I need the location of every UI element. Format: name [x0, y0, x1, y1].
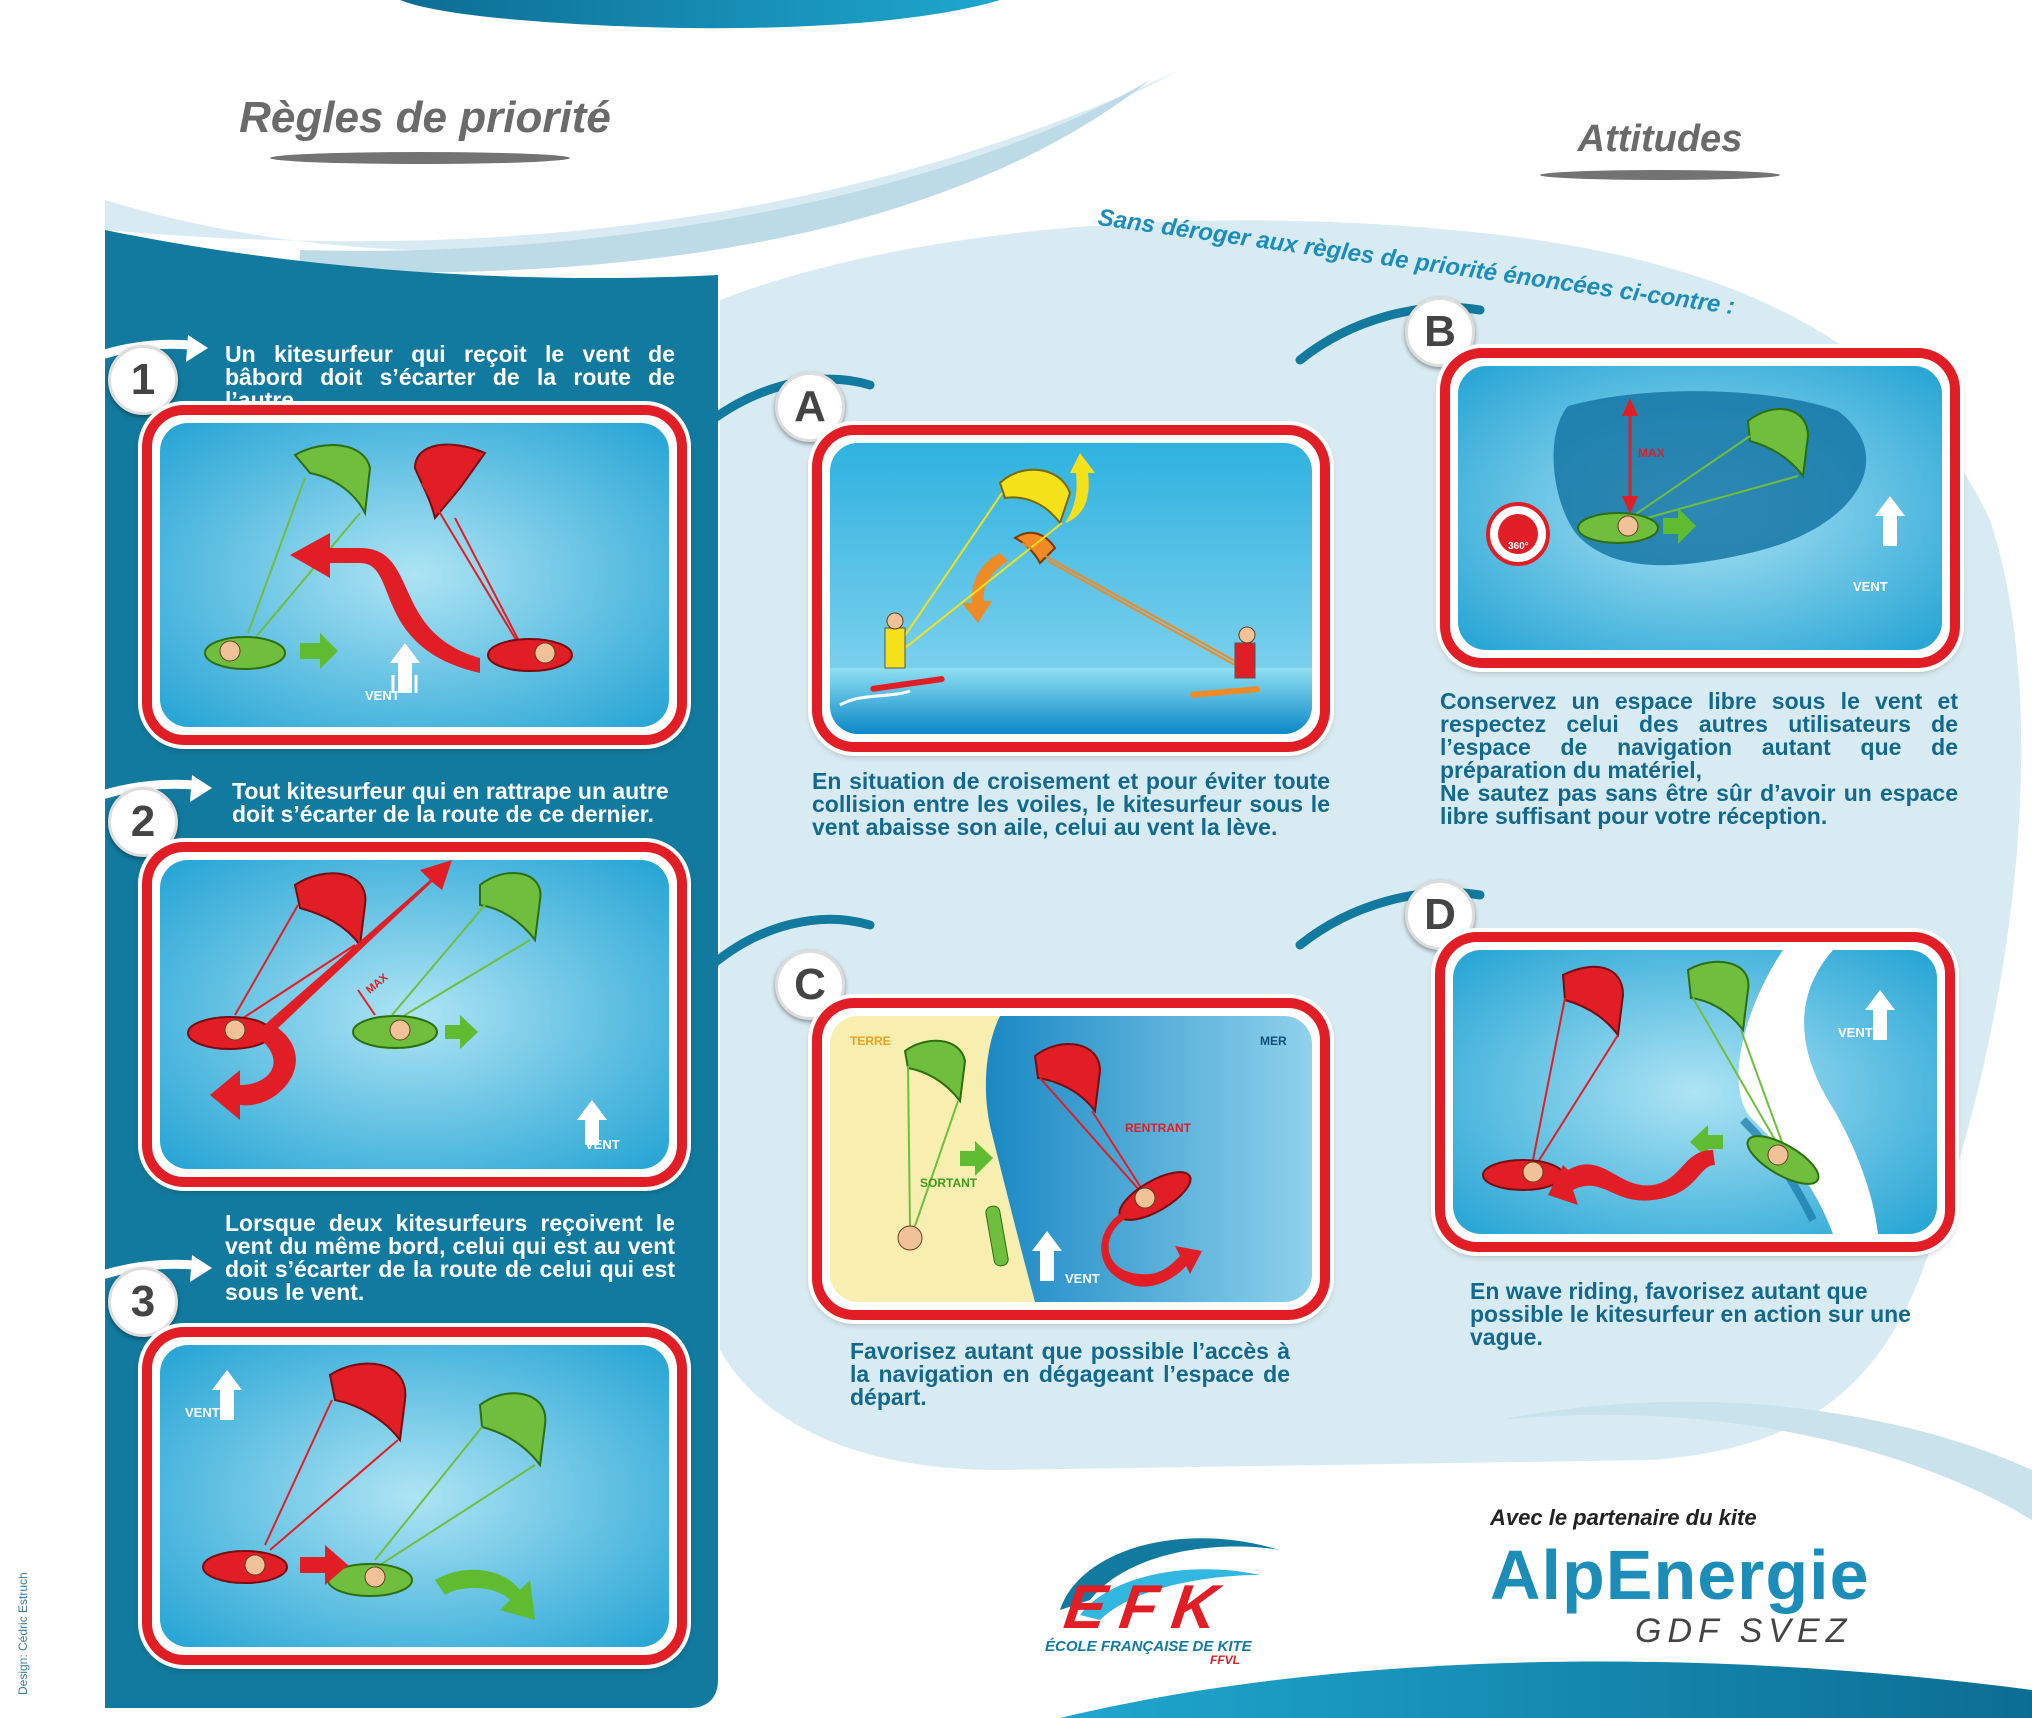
scene-attitude-B: MAX 360° VENT: [1458, 366, 1942, 650]
scene-attitude-D: VENT: [1453, 950, 1937, 1234]
scene-rule-2: MAX VENT: [160, 860, 669, 1169]
caption-rule-2: Tout kitesurfeur qui en rattrape un autr…: [232, 778, 669, 827]
caption-attitude-B: Conservez un espace libre sous le vent e…: [1440, 688, 1958, 829]
partner-logo-name: AlpEnergie: [1490, 1536, 1870, 1614]
efk-subtitle: ÉCOLE FRANÇAISE DE KITE: [1045, 1638, 1252, 1655]
panel-rule-3: VENT: [142, 1327, 687, 1665]
caption-rule-3: Lorsque deux kitesurfeurs reçoivent le v…: [225, 1210, 675, 1305]
partner-group-name: GDF SVEZ: [1635, 1612, 1853, 1650]
wind-label: VENT: [585, 1137, 620, 1152]
design-credit-text: Design: Cédric Estruch: [16, 1572, 30, 1695]
sea-label: MER: [1260, 1034, 1287, 1048]
returning-label: RENTRANT: [1125, 1121, 1191, 1135]
caption-attitude-A: En situation de croisement et pour évite…: [812, 768, 1330, 840]
scene-attitude-A: [830, 443, 1312, 734]
view-360-label: 360°: [1508, 541, 1529, 552]
efk-swoosh: [1060, 1538, 1280, 1620]
wind-label: VENT: [365, 688, 400, 703]
panel-attitude-D: VENT: [1435, 932, 1955, 1252]
scene-rule-3: VENT: [160, 1345, 669, 1647]
caption-attitude-D: En wave riding, favorisez autant que pos…: [1470, 1278, 1911, 1350]
panel-attitude-C: TERRE MER SORTANT RENTRANT VENT: [812, 998, 1330, 1320]
max-label: MAX: [1638, 446, 1665, 460]
panel-attitude-A: [812, 425, 1330, 752]
wind-label: VENT: [1065, 1271, 1100, 1286]
leaving-label: SORTANT: [920, 1176, 978, 1190]
panel-rule-1: VENT: [142, 405, 687, 745]
panel-attitude-B: MAX 360° VENT: [1440, 348, 1960, 668]
land-label: TERRE: [850, 1034, 891, 1048]
efk-letters: EFK: [1060, 1573, 1236, 1642]
scene-attitude-C: TERRE MER SORTANT RENTRANT VENT: [830, 1016, 1312, 1302]
wind-label: VENT: [185, 1405, 220, 1420]
panel-rule-2: MAX VENT: [142, 842, 687, 1187]
scene-rule-1: VENT: [160, 423, 669, 727]
badge-3: 3: [108, 1267, 178, 1337]
page-title: Règles de priorité: [239, 93, 611, 142]
badge-1: 1: [108, 345, 178, 415]
design-credit: Design: Cédric Estruch: [16, 1555, 36, 1695]
efk-logo: EFK ÉCOLE FRANÇAISE DE KITE FFVL: [1020, 1520, 1320, 1670]
wind-label: VENT: [1838, 1025, 1873, 1040]
badge-C: C: [775, 950, 845, 1020]
caption-attitude-C: Favorisez autant que possible l’accès à …: [850, 1338, 1290, 1410]
partner-intro: Avec le partenaire du kite: [1490, 1505, 1757, 1530]
caption-rule-1: Un kitesurfeur qui reçoit le vent de bâb…: [225, 341, 675, 413]
efk-ffvl: FFVL: [1210, 1653, 1240, 1667]
section-title-attitudes: Attitudes: [1577, 118, 1743, 160]
wind-label: VENT: [1853, 579, 1888, 594]
